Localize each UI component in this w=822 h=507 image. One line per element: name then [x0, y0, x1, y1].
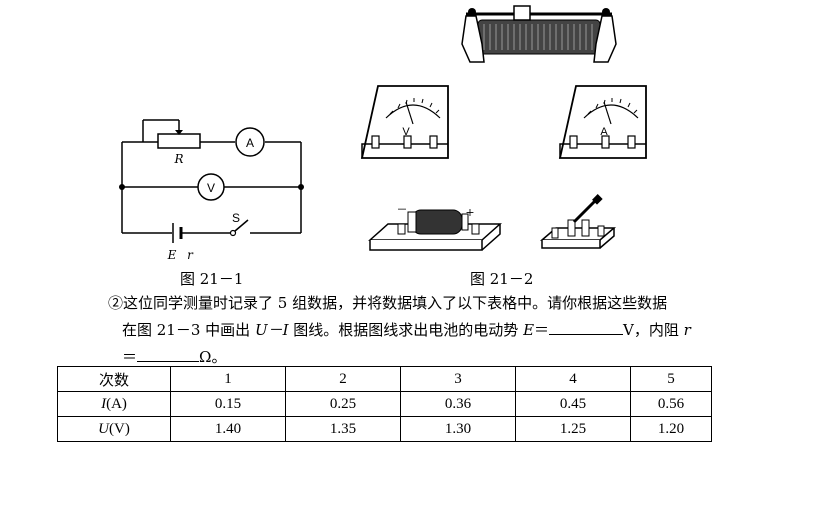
question-line-3: ＝Ω。: [122, 347, 227, 366]
ammeter-label: A: [246, 136, 254, 150]
switch-label: S: [232, 211, 240, 225]
question-line-2: 在图 21－3 中画出 U－I 图线。根据图线求出电池的电动势 E＝V，内阻 r: [122, 320, 691, 339]
question-line-1: ②这位同学测量时记录了 5 组数据，并将数据填入了以下表格中。请你根据这些数据: [108, 294, 668, 312]
figure-21-1-caption: 图 21－1: [180, 270, 244, 288]
table-row: I(A) 0.15 0.25 0.36 0.45 0.56: [57, 391, 712, 417]
battery-symbol: [172, 223, 183, 243]
ammeter-face-label: A: [600, 126, 608, 138]
table-header-cell: 2: [285, 366, 401, 392]
question-text: ②这位同学测量时记录了 5 组数据，并将数据填入了以下表格中。请你根据这些数据 …: [108, 290, 718, 371]
voltmeter-symbol: [197, 173, 225, 201]
rheostat-label: R: [173, 152, 183, 166]
emf-label: E: [167, 248, 177, 262]
sliding-rheostat-drawing: [461, 5, 617, 63]
table-row-label: U(V): [57, 416, 171, 442]
table-cell: 1.25: [515, 416, 631, 442]
rheostat-symbol: [157, 133, 201, 149]
table-header-row: 次数 1 2 3 4 5: [57, 366, 712, 392]
battery-minus-label: －: [397, 203, 408, 216]
table-header-label: 次数: [57, 366, 171, 392]
table-cell: 0.25: [285, 391, 401, 417]
circuit-diagram: A V R S E r: [119, 119, 304, 262]
table-cell: 1.40: [170, 416, 286, 442]
table-row: U(V) 1.40 1.35 1.30 1.25 1.20: [57, 416, 712, 442]
switch-symbol: [229, 219, 249, 237]
knife-switch-drawing: [539, 194, 617, 249]
table-cell: 0.56: [630, 391, 712, 417]
table-header-cell: 4: [515, 366, 631, 392]
resistance-answer-blank[interactable]: [137, 347, 200, 362]
table-header-cell: 1: [170, 366, 286, 392]
table-cell: 0.15: [170, 391, 286, 417]
internal-resistance-label: r: [187, 248, 194, 262]
figure-21-2-caption: 图 21－2: [470, 270, 534, 288]
battery-plus-label: +: [465, 206, 474, 219]
table-row-label: I(A): [57, 391, 171, 417]
voltmeter-face-label: V: [402, 126, 410, 138]
voltmeter-label: V: [207, 181, 215, 195]
voltmeter-drawing: V: [360, 85, 449, 159]
emf-answer-blank[interactable]: [549, 320, 624, 335]
data-table: 次数 1 2 3 4 5 I(A) 0.15 0.25 0.36 0.45 0.…: [57, 366, 712, 442]
battery-holder-drawing: － +: [368, 203, 502, 251]
ammeter-drawing: A: [558, 85, 647, 159]
table-cell: 0.45: [515, 391, 631, 417]
table-header-cell: 5: [630, 366, 712, 392]
table-cell: 1.30: [400, 416, 516, 442]
table-cell: 1.35: [285, 416, 401, 442]
table-cell: 1.20: [630, 416, 712, 442]
table-header-cell: 3: [400, 366, 516, 392]
ammeter-symbol: [235, 127, 265, 157]
table-cell: 0.36: [400, 391, 516, 417]
